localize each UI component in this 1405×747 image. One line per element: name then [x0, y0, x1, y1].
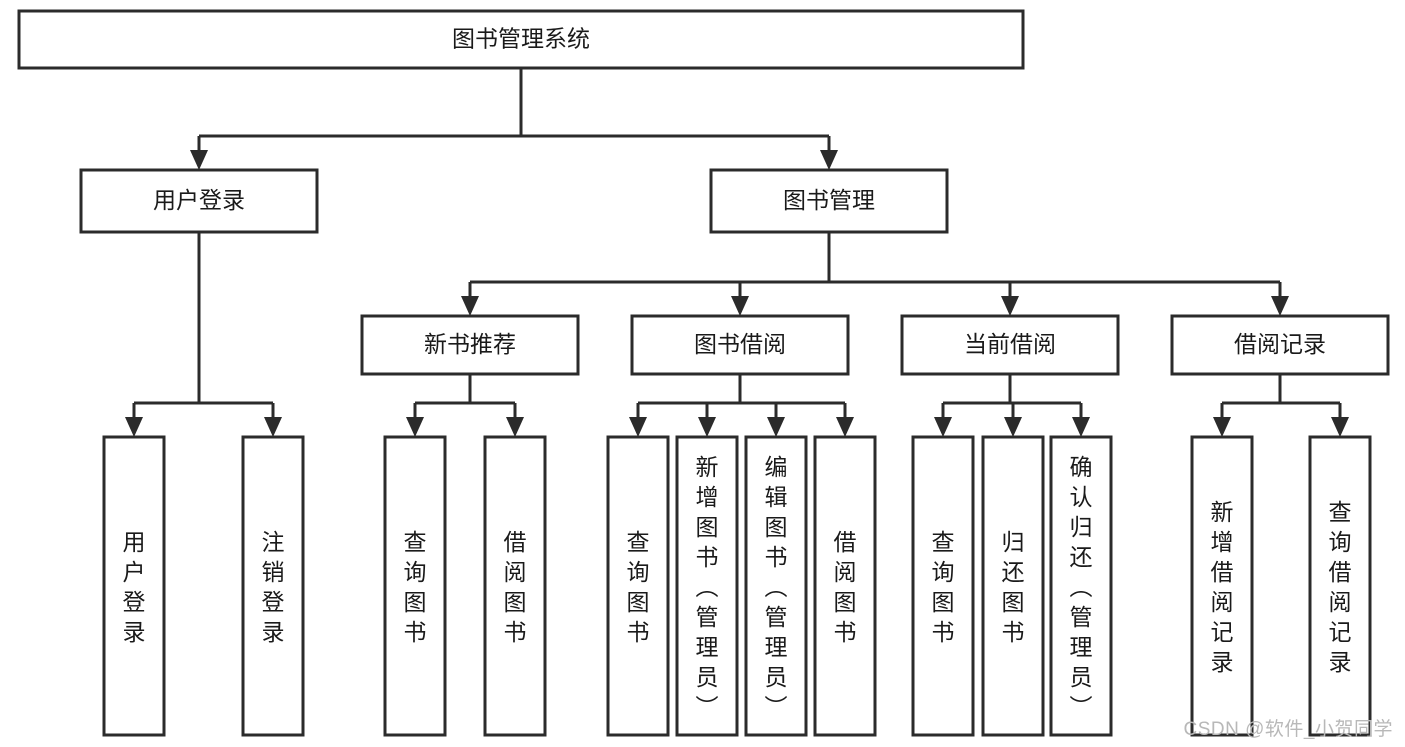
node-label: 新增借阅记录	[1211, 499, 1234, 675]
node-leaf-rec-add[interactable]: 新增借阅记录	[1190, 435, 1254, 737]
arrow-head-icon	[836, 417, 854, 437]
node-box	[1170, 314, 1390, 376]
node-box	[675, 435, 739, 737]
node-box	[606, 435, 670, 737]
arrow-head-icon	[1072, 417, 1090, 437]
node-leaf-cur-query[interactable]: 查询图书	[911, 435, 975, 737]
edge-group-from-borrow	[629, 374, 854, 437]
node-box	[981, 435, 1045, 737]
arrow-head-icon	[698, 417, 716, 437]
edges-layer	[125, 68, 1349, 437]
node-newbook[interactable]: 新书推荐	[360, 314, 580, 376]
node-box	[911, 435, 975, 737]
node-box	[17, 9, 1025, 70]
node-box	[360, 314, 580, 376]
arrow-head-icon	[461, 296, 479, 316]
node-leaf-user-logout[interactable]: 注销登录	[241, 435, 305, 737]
node-box	[813, 435, 877, 737]
node-login[interactable]: 用户登录	[79, 168, 319, 234]
node-leaf-cur-confirm[interactable]: 确认归还︵管理员︶	[1049, 435, 1113, 737]
node-current[interactable]: 当前借阅	[900, 314, 1120, 376]
node-box	[900, 314, 1120, 376]
arrow-head-icon	[934, 417, 952, 437]
arrow-head-icon	[190, 150, 208, 170]
node-label: 查询图书	[627, 529, 650, 645]
watermark-credit: CSDN @软件_小贺同学	[1183, 719, 1393, 740]
arrow-head-icon	[731, 296, 749, 316]
node-box	[630, 314, 850, 376]
edge-group-from-login	[125, 232, 282, 437]
node-label: 图书借阅	[694, 331, 786, 357]
arrow-head-icon	[1213, 417, 1231, 437]
node-borrow[interactable]: 图书借阅	[630, 314, 850, 376]
node-box	[709, 168, 949, 234]
node-label: 查询图书	[932, 529, 955, 645]
arrow-head-icon	[1331, 417, 1349, 437]
arrow-head-icon	[629, 417, 647, 437]
arrow-head-icon	[1001, 296, 1019, 316]
arrow-head-icon	[1004, 417, 1022, 437]
node-label: 确认归还︵管理员︶	[1070, 454, 1093, 720]
node-label: 借阅图书	[504, 529, 527, 645]
arrow-head-icon	[406, 417, 424, 437]
edge-group-from-root	[190, 68, 838, 170]
node-leaf-rec-query[interactable]: 查询借阅记录	[1308, 435, 1372, 737]
node-box	[1308, 435, 1372, 737]
edge-group-from-newbook	[406, 374, 524, 437]
node-label: 用户登录	[153, 187, 245, 213]
node-label: 查询图书	[404, 529, 427, 645]
node-leaf-bw-edit[interactable]: 编辑图书︵管理员︶	[744, 435, 808, 737]
node-label: 编辑图书︵管理员︶	[765, 454, 788, 720]
node-label: 归还图书	[1002, 529, 1025, 645]
node-box	[483, 435, 547, 737]
edge-group-from-current	[934, 374, 1090, 437]
node-box	[79, 168, 319, 234]
node-leaf-nb-borrow[interactable]: 借阅图书	[483, 435, 547, 737]
node-box	[241, 435, 305, 737]
arrow-head-icon	[820, 150, 838, 170]
node-root[interactable]: 图书管理系统	[17, 9, 1025, 70]
node-records[interactable]: 借阅记录	[1170, 314, 1390, 376]
node-box	[1049, 435, 1113, 737]
node-leaf-cur-return[interactable]: 归还图书	[981, 435, 1045, 737]
node-box	[1190, 435, 1254, 737]
node-leaf-user-login[interactable]: 用户登录	[102, 435, 166, 737]
node-label: 注销登录	[262, 529, 285, 645]
arrow-head-icon	[506, 417, 524, 437]
edge-group-from-bookmgmt	[461, 232, 1289, 316]
node-label: 借阅记录	[1234, 331, 1326, 357]
edge-group-from-records	[1213, 374, 1349, 437]
node-leaf-bw-borrow[interactable]: 借阅图书	[813, 435, 877, 737]
node-label: 图书管理	[783, 187, 875, 213]
node-box	[744, 435, 808, 737]
node-bookmgmt[interactable]: 图书管理	[709, 168, 949, 234]
node-leaf-bw-add[interactable]: 新增图书︵管理员︶	[675, 435, 739, 737]
node-box	[383, 435, 447, 737]
node-leaf-bw-query[interactable]: 查询图书	[606, 435, 670, 737]
node-label: 新书推荐	[424, 331, 516, 357]
node-leaf-nb-query[interactable]: 查询图书	[383, 435, 447, 737]
nodes-layer: 图书管理系统用户登录图书管理新书推荐图书借阅当前借阅借阅记录用户登录注销登录查询…	[17, 9, 1390, 737]
node-label: 借阅图书	[834, 529, 857, 645]
arrow-head-icon	[264, 417, 282, 437]
arrow-head-icon	[125, 417, 143, 437]
node-label: 查询借阅记录	[1329, 499, 1352, 675]
arrow-head-icon	[1271, 296, 1289, 316]
arrow-head-icon	[767, 417, 785, 437]
node-label: 用户登录	[123, 529, 146, 645]
node-label: 新增图书︵管理员︶	[696, 454, 719, 720]
node-label: 图书管理系统	[452, 26, 590, 52]
node-label: 当前借阅	[964, 331, 1056, 357]
node-box	[102, 435, 166, 737]
